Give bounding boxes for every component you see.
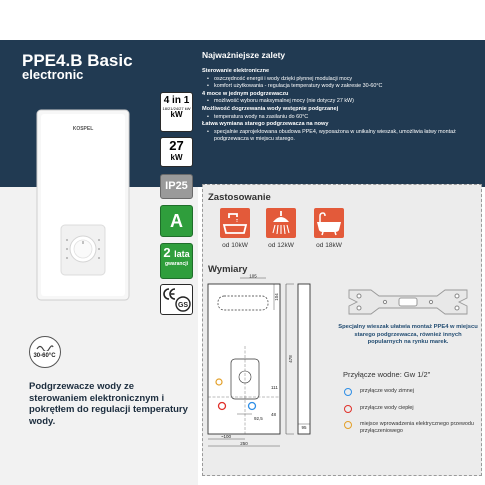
feature-section-title: Łatwa wymiana starego podgrzewacza na no…: [202, 121, 329, 128]
hot-water-dot-icon: [344, 405, 352, 413]
dim-top-height: 104: [274, 293, 279, 301]
cold-water-dot-icon: [344, 388, 352, 396]
feature-bullet: oszczędność energii i wody dzięki płynne…: [202, 76, 478, 84]
feature-bullet: komfort użytkowania - regulacja temperat…: [202, 83, 478, 91]
feature-bullet: możliwość wyboru maksymalnej mocy (nie d…: [202, 98, 478, 106]
shower-icon: [266, 208, 296, 238]
product-subtitle: electronic: [22, 67, 84, 82]
hot-water-marker: [217, 401, 227, 411]
badge-energy-class: A: [160, 205, 193, 237]
bracket-note: Specjalny wieszak ułatwia montaż PPE4 w …: [338, 324, 478, 345]
warranty-word: lata: [174, 249, 190, 259]
features-section: Najważniejsze zalety Sterowanie elektron…: [202, 50, 478, 144]
badge-ce-gs: GS: [160, 284, 193, 315]
water-heater-image: KOSPEL: [36, 109, 130, 301]
badge-4in1-powers: 18/21/24/27 kW: [162, 106, 191, 111]
cold-water-marker: [247, 401, 257, 411]
dim-spacing: 92,5: [254, 416, 263, 421]
ce-gs-mark-icon: GS: [162, 288, 191, 312]
badge-power-unit: kW: [170, 153, 183, 162]
badge-warranty: 2 lata gwarancji: [160, 243, 193, 279]
badge-4-in-1: 4 in 1 18/21/24/27 kW kW: [160, 92, 193, 132]
mounting-bracket-image: [348, 289, 468, 315]
badge-power-value: 27: [169, 138, 184, 153]
cable-entry-dot-icon: [344, 421, 352, 429]
connections-title: Przyłącze wodne: Gw 1/2": [343, 370, 431, 379]
app-label-bath: od 18kW: [316, 242, 342, 249]
dim-side-left: 111: [271, 385, 278, 390]
feature-section-title: Możliwość dogrzewania wody wstępnie podg…: [202, 105, 339, 112]
dimension-drawing: 478 105 104 111 48 92,5 ~100 250 95: [207, 274, 311, 447]
dim-width: 250: [240, 441, 248, 446]
feature-section-title: Sterowanie elektroniczne: [202, 68, 270, 74]
temperature-wave-icon: [36, 345, 54, 351]
temperature-range-label: 30-60°C: [33, 353, 56, 359]
connection-cable-label: miejsce wprowadzenia elektrycznego przew…: [360, 421, 474, 434]
brand-logo-text: KOSPEL: [73, 126, 94, 132]
features-heading: Najważniejsze zalety: [202, 50, 286, 60]
dim-depth: 95: [301, 425, 307, 430]
sink-faucet-icon: [220, 208, 250, 238]
warranty-label: gwarancji: [164, 261, 189, 267]
dim-side-bottom: 48: [271, 412, 277, 417]
bathtub-icon: [314, 208, 344, 238]
dim-total-height: 478: [288, 355, 293, 363]
feature-bullet: temperatura wody na zasilaniu do 60°C: [202, 114, 478, 122]
connection-hot-label: przyłącze wody ciepłej: [360, 405, 414, 411]
top-white-band: [0, 0, 485, 40]
product-caption: Podgrzewacze wody ze sterowaniem elektro…: [29, 381, 188, 427]
dim-half-width: ~100: [221, 434, 232, 439]
svg-text:GS: GS: [177, 302, 187, 309]
connection-cold-label: przyłącze wody zimnej: [360, 388, 414, 394]
badge-4in1-unit: kW: [170, 110, 183, 119]
app-label-shower: od 12kW: [268, 242, 294, 249]
zastosowanie-heading: Zastosowanie: [208, 192, 271, 203]
cable-entry-marker: [215, 378, 223, 386]
warranty-number: 2: [163, 245, 171, 260]
badge-power: 27 kW: [160, 137, 193, 167]
feature-section-title: 4 moce w jednym podgrzewaczu: [202, 90, 289, 97]
wymiary-heading: Wymiary: [208, 264, 248, 275]
product-title: PPE4.B Basic: [22, 51, 133, 70]
badge-4in1-title: 4 in 1: [163, 95, 190, 106]
dim-top-width: 105: [249, 274, 257, 279]
app-label-sink: od 10kW: [222, 242, 248, 249]
badge-ip-rating: IP25: [160, 174, 193, 199]
temperature-range-icon: 30-60°C: [29, 336, 61, 368]
feature-bullet: specjalnie zaprojektowana obudowa PPE4, …: [202, 129, 478, 144]
